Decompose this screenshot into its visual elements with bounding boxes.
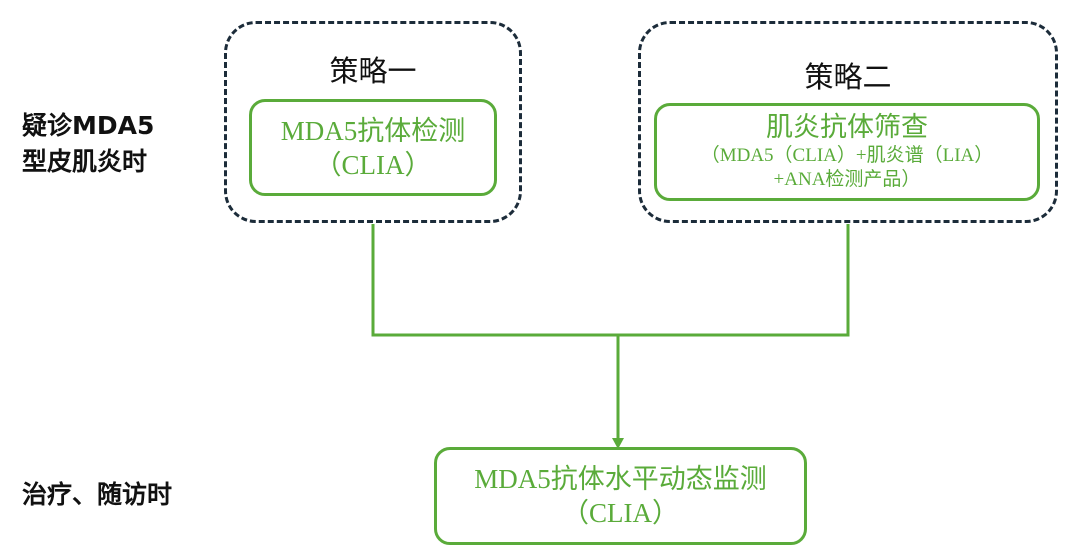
strategy1-group: 策略一: [224, 21, 522, 223]
strategy2-title: 策略二: [804, 60, 892, 94]
monitoring-box-line2: （CLIA）: [562, 498, 679, 528]
stage-label-diagnosis-line2: 型皮肌炎时: [22, 147, 148, 176]
strategy1-box: MDA5抗体检测 （CLIA）: [249, 99, 497, 196]
strategy1-title: 策略一: [329, 54, 417, 88]
strategy2-group: 策略二: [638, 21, 1058, 223]
connector-strategy1: [371, 224, 618, 337]
strategy2-box-line3: +ANA检测产品）: [773, 169, 921, 190]
stage-label-diagnosis: 疑诊MDA5 型皮肌炎时: [22, 108, 154, 180]
monitoring-box-line1: MDA5抗体水平动态监测: [474, 464, 767, 494]
strategy2-box-line1: 肌炎抗体筛查: [766, 112, 928, 143]
strategy2-box-line2: （MDA5（CLIA）+肌炎谱（LIA）: [700, 145, 994, 166]
stage-label-followup: 治疗、随访时: [22, 480, 173, 509]
strategy1-box-line1: MDA5抗体检测: [280, 115, 466, 146]
strategy2-box: 肌炎抗体筛查 （MDA5（CLIA）+肌炎谱（LIA） +ANA检测产品）: [654, 103, 1040, 201]
arrow-head-icon: [612, 438, 624, 449]
strategy1-box-line2: （CLIA）: [314, 149, 432, 180]
monitoring-box: MDA5抗体水平动态监测 （CLIA）: [434, 447, 807, 545]
connector-strategy2: [618, 224, 850, 337]
stage-label-diagnosis-line1: 疑诊MDA5: [22, 111, 155, 140]
